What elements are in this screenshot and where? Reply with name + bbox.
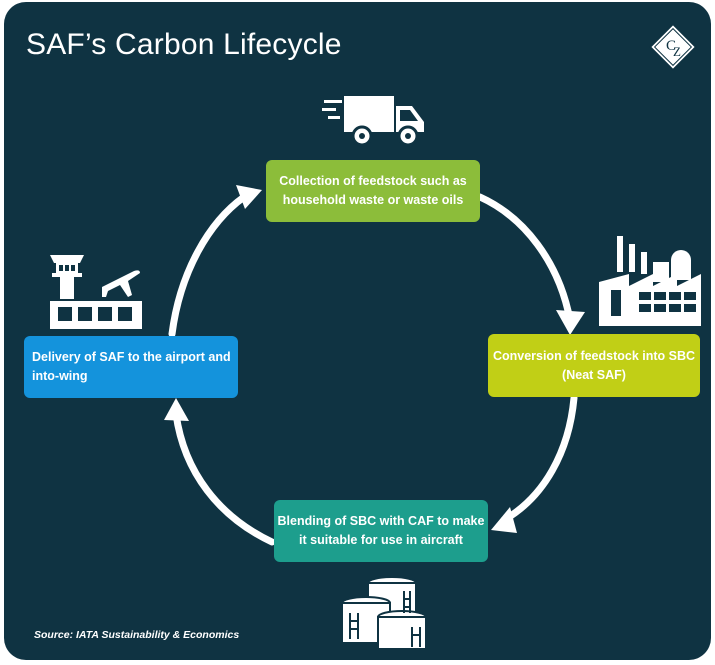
step-delivery-box: Delivery of SAF to the airport and into-… bbox=[24, 336, 238, 398]
step-conversion-box: Conversion of feedstock into SBC (Neat S… bbox=[488, 334, 700, 397]
airport-tower-plane-icon bbox=[50, 255, 142, 329]
source-note: Source: IATA Sustainability & Economics bbox=[34, 629, 240, 641]
infographic-card: SAF’s Carbon Lifecycle C Z bbox=[4, 2, 711, 660]
step-collection-line2: household waste or waste oils bbox=[282, 193, 464, 207]
arrow-conversion-to-blending bbox=[500, 394, 578, 524]
step-blending-line1: Blending of SBC with CAF to make bbox=[277, 514, 485, 528]
factory-icon bbox=[599, 236, 701, 326]
arrowhead-delivery bbox=[164, 398, 189, 421]
step-collection-line1: Collection of feedstock such as bbox=[279, 174, 467, 188]
page-title: SAF’s Carbon Lifecycle bbox=[26, 28, 342, 61]
storage-tanks-icon bbox=[341, 576, 427, 650]
svg-text:Z: Z bbox=[673, 44, 681, 59]
step-delivery-line2: into-wing bbox=[32, 369, 88, 383]
step-delivery-line1: Delivery of SAF to the airport and bbox=[32, 350, 231, 364]
delivery-truck-icon bbox=[322, 96, 424, 147]
arrow-blending-to-delivery bbox=[172, 410, 276, 546]
arrow-collection-to-conversion bbox=[476, 193, 574, 324]
step-collection-box: Collection of feedstock such as househol… bbox=[266, 160, 480, 222]
svg-text:C: C bbox=[666, 38, 676, 54]
arrowhead-blending bbox=[491, 507, 517, 533]
arrowhead-conversion bbox=[556, 310, 585, 335]
step-conversion-line1: Conversion of feedstock into SBC bbox=[492, 348, 696, 363]
arrow-delivery-to-collection bbox=[168, 193, 248, 338]
cycle-arrows bbox=[164, 185, 585, 546]
step-blending-line2: it suitable for use in aircraft bbox=[299, 533, 463, 547]
arrowhead-collection bbox=[236, 185, 262, 209]
cz-logo-icon: C Z bbox=[649, 23, 697, 71]
step-blending-box: Blending of SBC with CAF to make it suit… bbox=[274, 500, 488, 562]
step-conversion-line2: (Neat SAF) bbox=[562, 367, 626, 382]
